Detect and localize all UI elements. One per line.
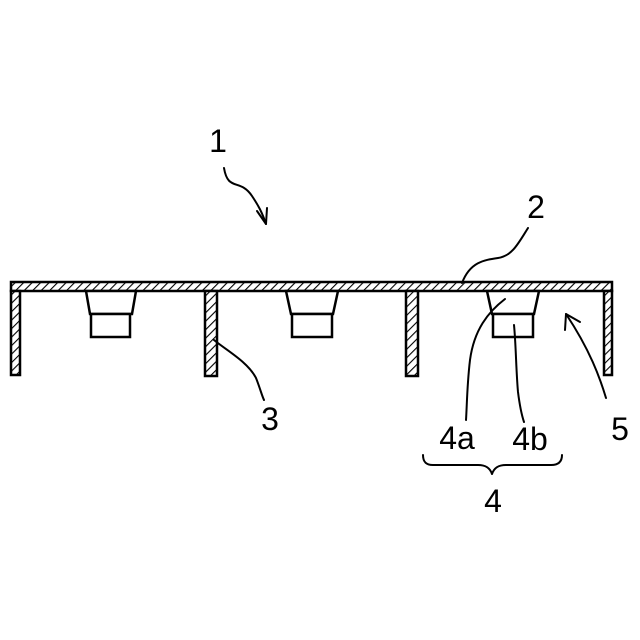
brace-fitting-group: [423, 455, 562, 474]
wall-middle-2: [406, 291, 418, 376]
fitting-1-upper: [86, 291, 136, 314]
wall-left: [11, 291, 20, 375]
top-plate: [11, 282, 612, 291]
fitting-1-lower: [91, 314, 130, 337]
wall-right: [604, 291, 612, 375]
fitting-3: [487, 291, 539, 337]
fitting-1: [86, 291, 136, 337]
fitting-2: [286, 291, 338, 337]
leader-opening: [566, 314, 606, 398]
fitting-3-upper: [487, 291, 539, 314]
wall-middle-1: [205, 291, 217, 376]
fitting-2-upper: [286, 291, 338, 314]
label-fitting: 4: [484, 483, 502, 519]
label-opening: 5: [611, 411, 629, 447]
label-fitting-lower: 4b: [512, 421, 548, 457]
leader-partition-wall: [214, 340, 264, 400]
label-fitting-upper: 4a: [439, 420, 475, 456]
fitting-2-lower: [292, 314, 332, 337]
leader-top-plate: [462, 228, 528, 283]
label-partition-wall: 3: [261, 401, 279, 437]
fitting-3-lower: [493, 314, 533, 337]
label-top-plate: 2: [527, 189, 545, 225]
label-assembly: 1: [209, 123, 227, 159]
leader-fitting-lower: [514, 325, 524, 422]
